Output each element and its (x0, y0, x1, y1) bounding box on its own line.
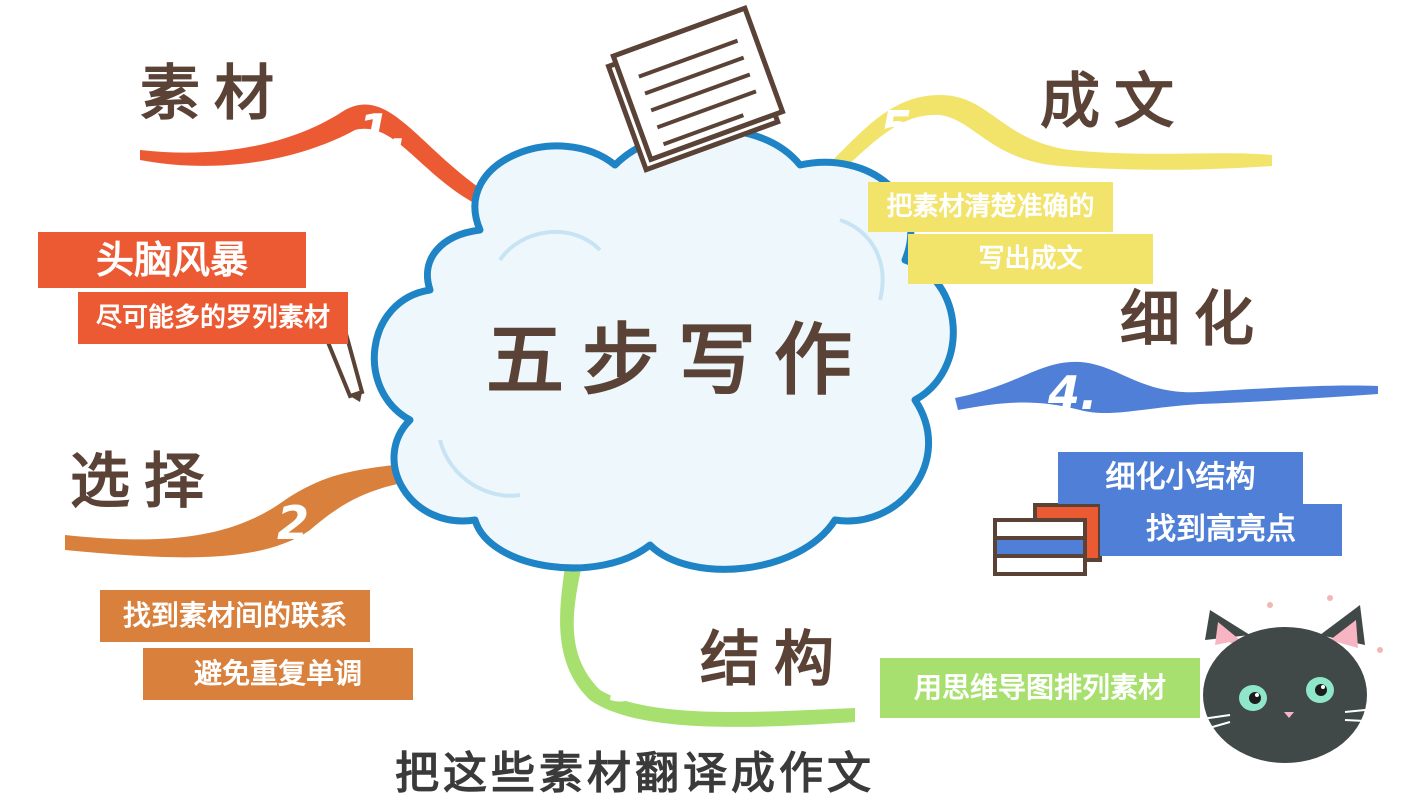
step-2-line1: 找到素材间的联系 (100, 590, 370, 642)
books-icon (993, 503, 1102, 576)
step-5-heading: 成文 (1040, 67, 1188, 137)
center-title: 五步写作 (485, 316, 870, 406)
branch-1 (140, 104, 490, 205)
step-5-line2: 写出成文 (908, 234, 1153, 284)
step-5-number: 5. (880, 101, 930, 155)
step-1-line1: 头脑风暴 (38, 232, 306, 288)
step-4-line2: 找到高亮点 (1100, 504, 1342, 556)
branch-2 (65, 462, 418, 558)
black-cat-icon (1194, 595, 1386, 763)
step-4-heading: 细化 (1120, 285, 1268, 355)
paper-stack-icon (605, 5, 786, 173)
video-subtitle: 把这些素材翻译成作文 (395, 748, 875, 799)
step-4-line1: 细化小结构 (1058, 452, 1303, 504)
branch-5 (805, 95, 1272, 196)
step-1-number: 1. (358, 104, 408, 158)
mind-map-drawing (65, 5, 1386, 763)
step-2-number: 2. (277, 496, 327, 550)
branch-4 (955, 361, 1378, 414)
step-2-line2: 避免重复单调 (143, 648, 413, 700)
step-1-line2: 尽可能多的罗列素材 (78, 292, 348, 344)
step-5-line1: 把素材清楚准确的 (868, 182, 1113, 232)
step-1-heading: 素材 (140, 59, 288, 129)
step-3-number: 3. (610, 658, 660, 712)
step-3-line1: 用思维导图排列素材 (880, 658, 1200, 718)
step-2-heading: 选择 (70, 447, 218, 517)
step-3-heading: 结构 (700, 625, 848, 695)
step-4-number: 4. (1048, 366, 1098, 420)
